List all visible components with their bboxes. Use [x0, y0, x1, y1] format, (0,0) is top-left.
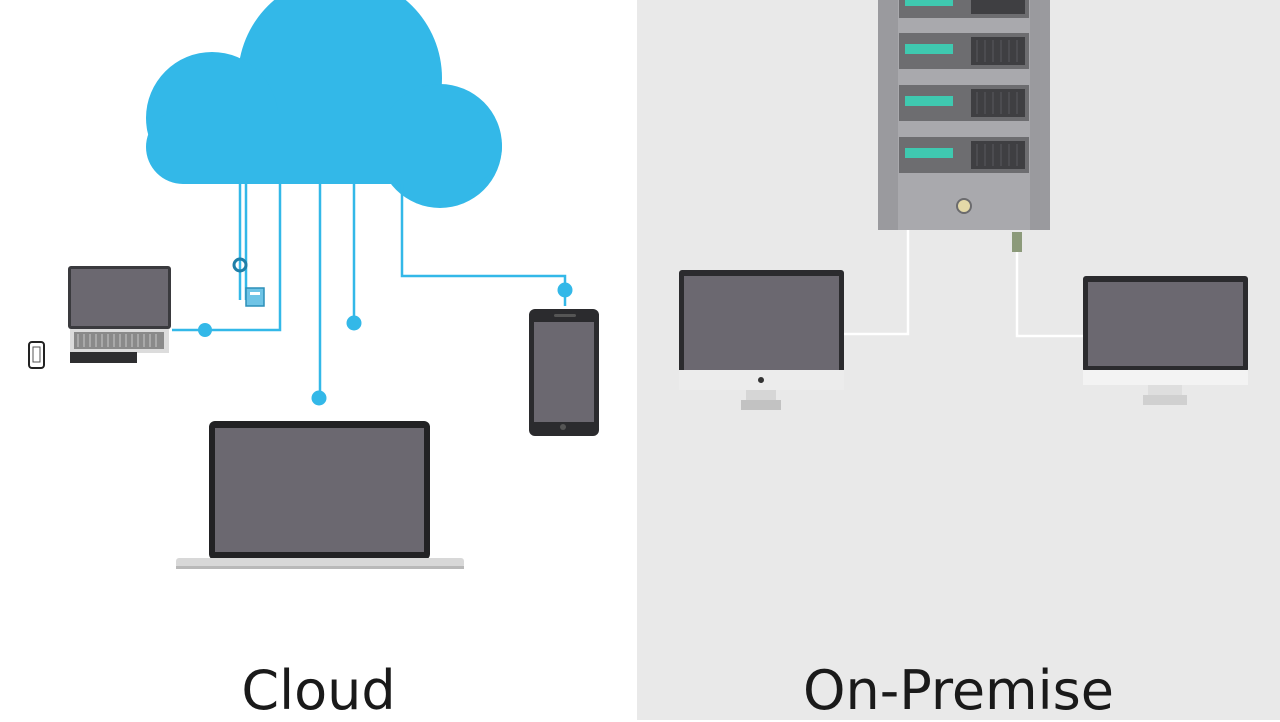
desktop-monitor-icon [1083, 276, 1248, 405]
file-icon [245, 287, 265, 307]
on-premise-title: On-Premise [802, 659, 1115, 722]
cloud-diagram [28, 0, 599, 569]
server-units [899, 0, 1029, 173]
desktop-monitor-icon [679, 270, 844, 410]
connection-lines [172, 184, 567, 398]
on-premise-diagram [679, 0, 1248, 410]
cloud-title: Cloud [241, 659, 396, 722]
on-premise-panel: On-Premise [637, 0, 1280, 720]
network-cables [844, 230, 1083, 338]
server-rack-icon [878, 0, 1050, 252]
connection-nodes [198, 257, 573, 406]
cloud-icon [146, 0, 502, 208]
laptop-icon [176, 421, 464, 569]
cloud-panel: Cloud [0, 0, 637, 720]
laptop-icon [68, 266, 171, 363]
usb-drive-icon [28, 341, 45, 369]
smartphone-icon [529, 309, 599, 436]
